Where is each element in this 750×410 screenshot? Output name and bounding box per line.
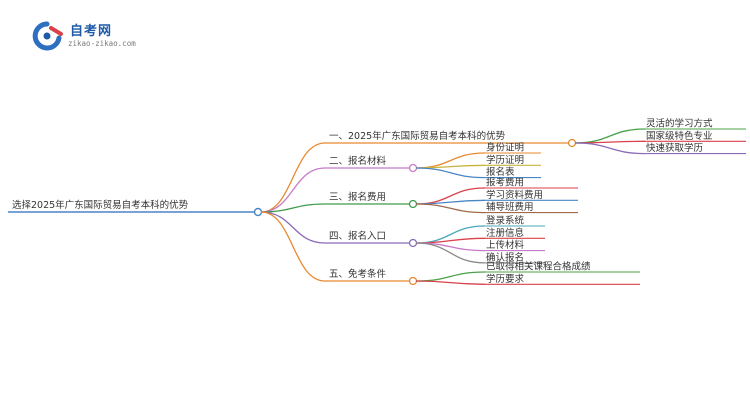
leaf-node-label: 学历要求 (486, 273, 525, 285)
leaf-node-label: 上传材料 (486, 239, 525, 251)
branch-node-circle[interactable] (408, 276, 418, 286)
leaf-node-label: 确认报名 (486, 251, 524, 263)
leaf-node-label: 登录系统 (486, 215, 525, 227)
leaf-node-label: 身份证明 (486, 142, 524, 154)
root-node-circle[interactable] (253, 207, 263, 217)
leaf-connector (415, 242, 486, 264)
logo-subtitle: zikao-zikao.com (68, 39, 136, 48)
branch-node-circle[interactable] (567, 138, 577, 148)
leaf-node-label: 已取得相关课程合格成绩 (486, 261, 591, 273)
leaf-connector (415, 167, 486, 179)
branch-node-circle[interactable] (408, 238, 418, 248)
leaf-node-label: 国家级特色专业 (646, 130, 713, 142)
branch-connector (260, 211, 326, 244)
site-logo[interactable]: 自考网 zikao-zikao.com (30, 18, 160, 54)
leaf-node-label: 注册信息 (486, 227, 524, 239)
leaf-connector (574, 142, 646, 155)
branch-connector (260, 142, 326, 213)
branch-node-label: 一、2025年广东国际贸易自考本科的优势 (329, 130, 506, 142)
leaf-connector (415, 164, 486, 169)
branch-connector (260, 211, 326, 282)
branch-node-label: 二、报名材料 (329, 155, 387, 167)
leaf-node-label: 报考费用 (486, 177, 524, 189)
branch-node-label: 四、报名入口 (329, 230, 386, 242)
leaf-node-label: 报名表 (486, 166, 515, 178)
leaf-connector (415, 237, 486, 244)
leaf-node-label: 学习资料费用 (486, 189, 543, 201)
leaf-connector (415, 199, 486, 205)
leaf-connector (415, 203, 486, 214)
branch-connector (260, 203, 326, 213)
logo-icon (32, 21, 63, 51)
leaf-connector (415, 271, 486, 282)
leaf-node-label: 学历证明 (486, 154, 524, 166)
leaf-node-label: 快速获取学历 (646, 142, 703, 154)
branch-connector (260, 167, 326, 213)
logo-title: 自考网 (70, 24, 113, 39)
branch-node-circle[interactable] (408, 199, 418, 209)
branch-node-label: 五、免考条件 (329, 268, 387, 280)
root-node-label: 选择2025年广东国际贸易自考本科的优势 (12, 199, 189, 211)
branch-node-label: 三、报名费用 (329, 191, 386, 203)
leaf-connector (415, 280, 486, 285)
leaf-node-label: 辅导班费用 (486, 201, 534, 213)
leaf-node-label: 灵活的学习方式 (646, 118, 713, 130)
branch-node-circle[interactable] (408, 163, 418, 173)
